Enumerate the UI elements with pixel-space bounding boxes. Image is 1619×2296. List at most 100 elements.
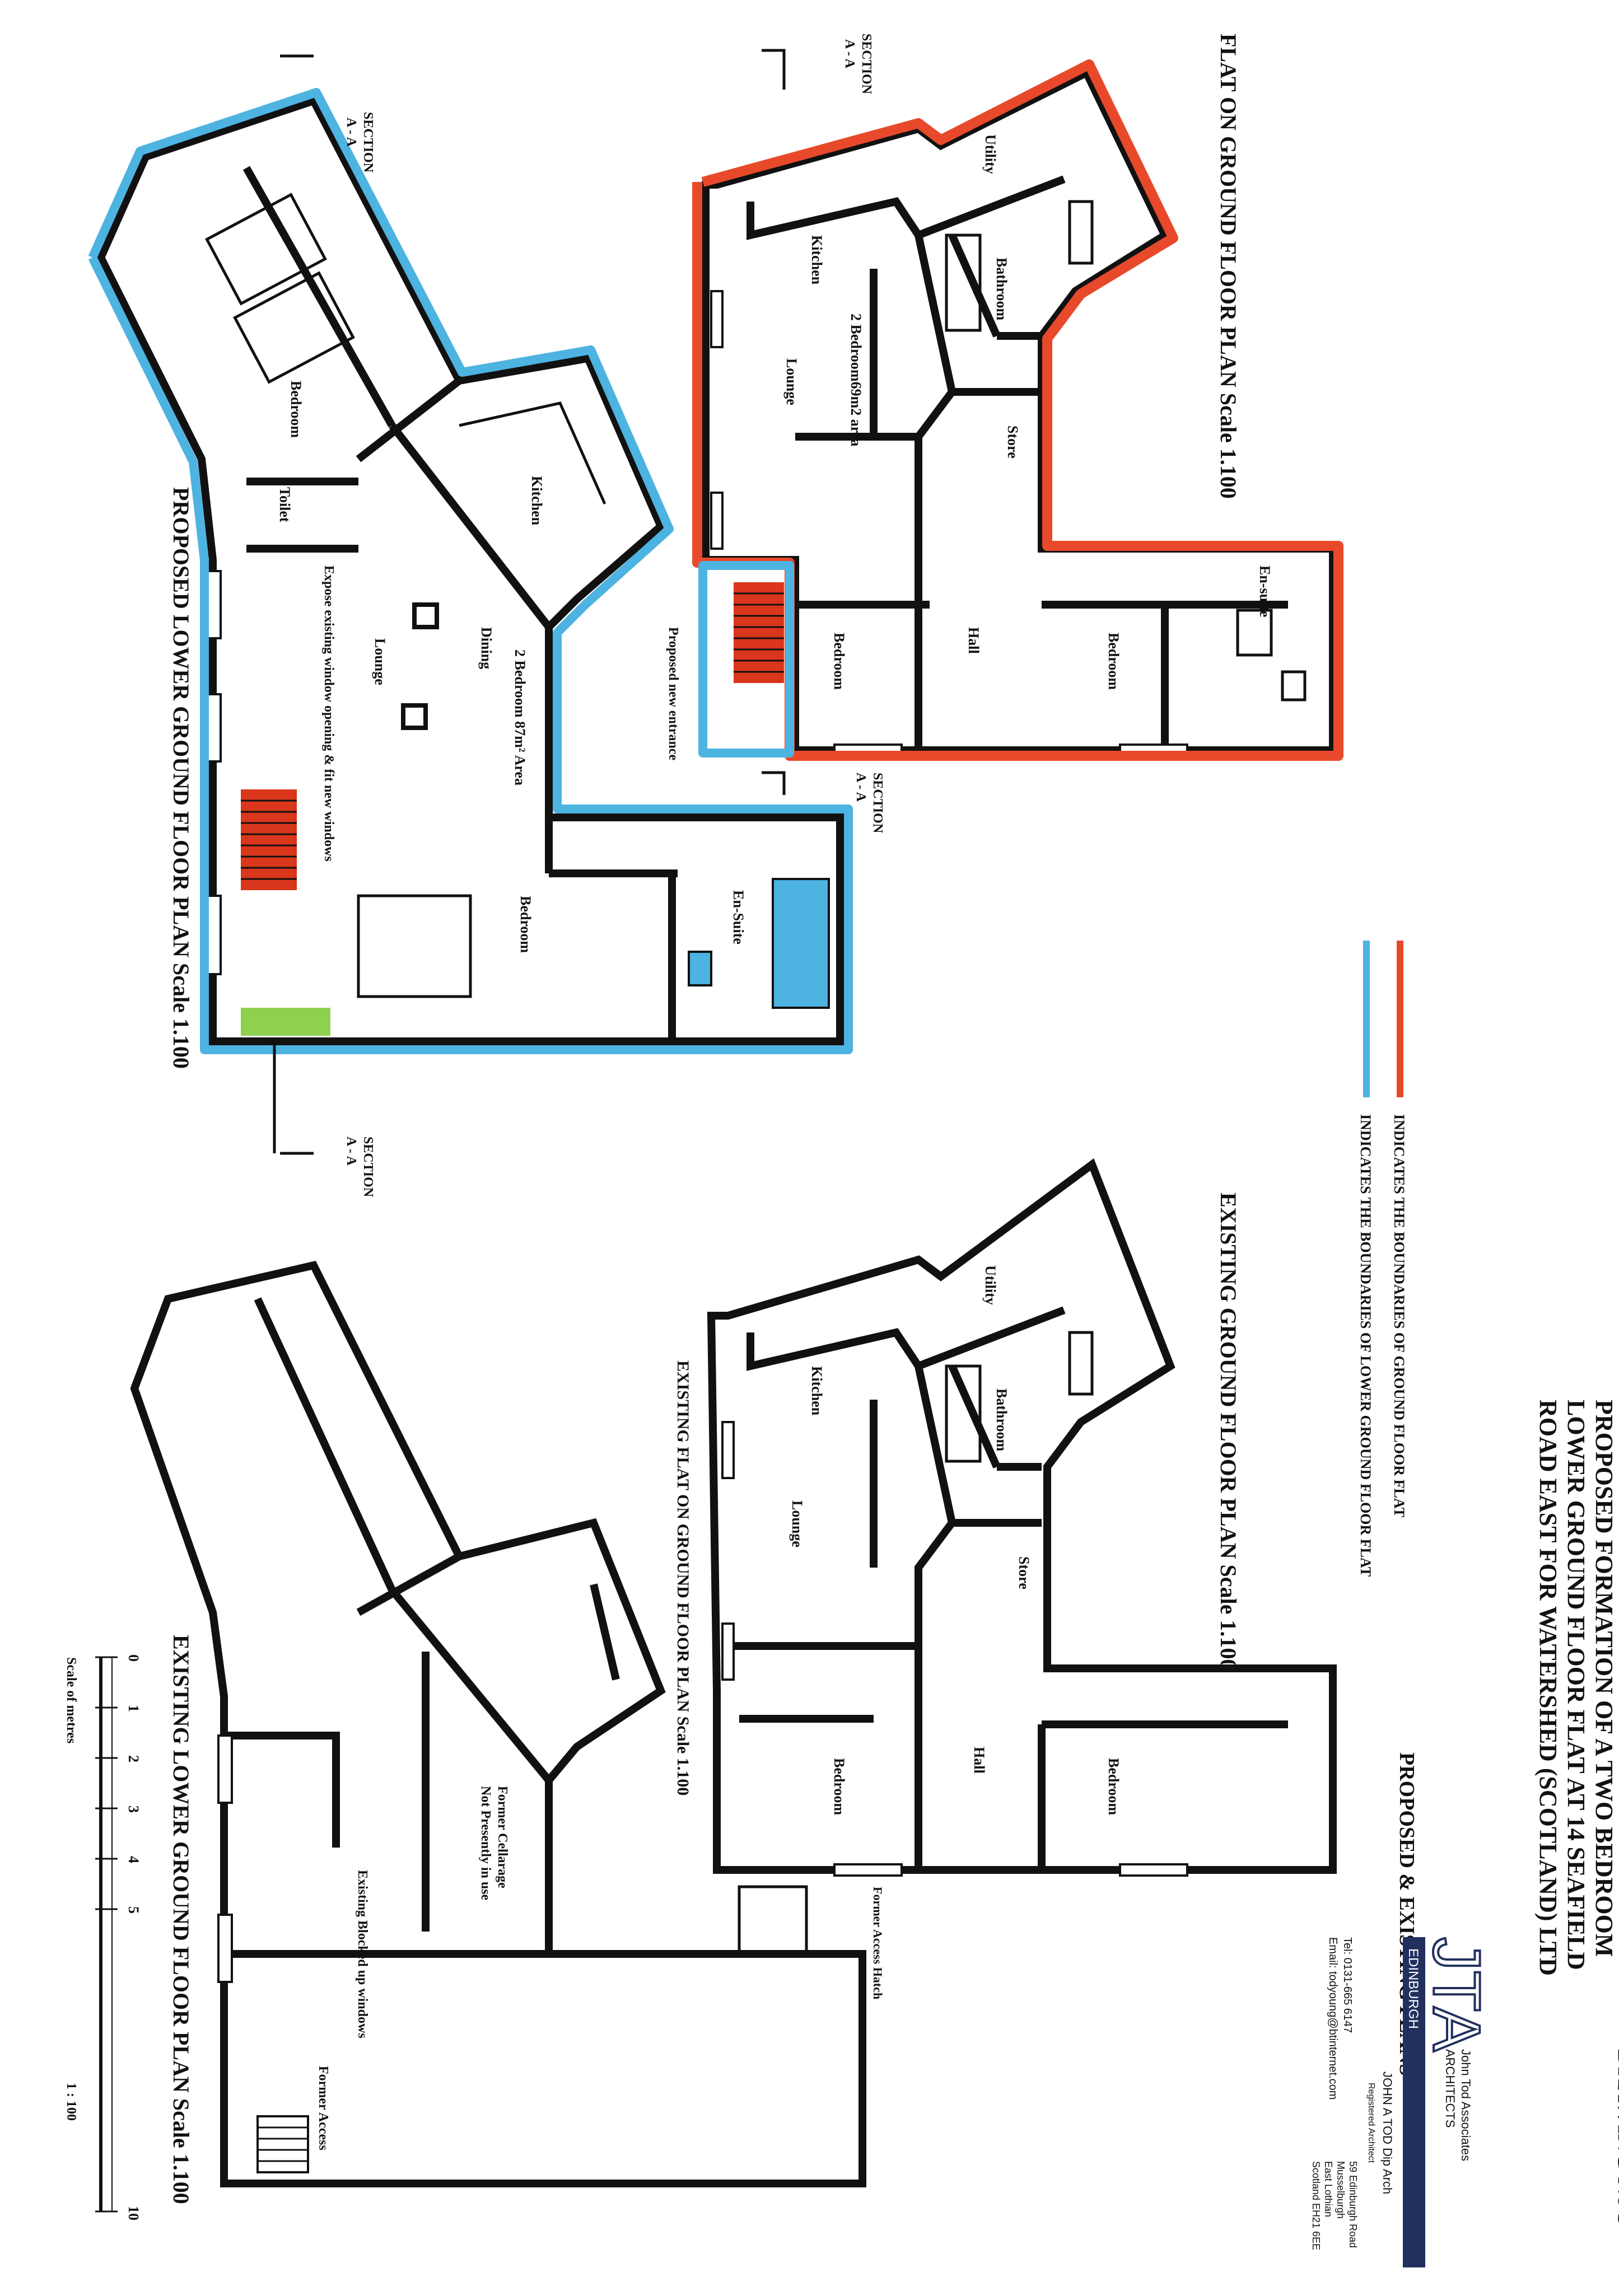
eg-kitchen: Kitchen [809,1366,825,1416]
eg-window-4 [1119,1863,1188,1877]
scale-tick-3: 3 [125,1806,142,1813]
pl-area: 2 Bedroom 87m² Area [512,649,528,785]
flat-ground-utility-unit [1068,200,1094,265]
eg-access-hatch [738,1885,808,1956]
firm-logo: JTA [1419,1937,1494,2051]
fg-bathroom: Bathroom [993,258,1010,321]
fg-section-bottom-ref: A - A [853,773,868,802]
scale-tick-1: 1 [125,1705,142,1712]
flat-ground-blue-boundary [698,561,794,757]
flat-ground-wc [1236,609,1273,657]
drawing-number: DRAWING No 3 [1613,2049,1619,2225]
proposed-lower-blue-boundary [88,88,853,1054]
existing-ground-floor-plan: EXISTING GROUND FLOOR PLAN Scale 1.100 U… [674,1158,1337,1999]
scale-tick-5: 5 [125,1906,142,1914]
pl-kitchen: Kitchen [529,476,545,526]
project-title-line-2: LOWER GROUND FLOOR FLAT AT 14 SEAFIELD [1562,1400,1590,1970]
legend-red-text: INDICATES THE BOUNDARIES OF GROUND FLOOR… [1391,1114,1407,1517]
flat-ground-basin [1281,670,1307,702]
el-window-2 [217,1914,233,1983]
pl-dining: Dining [478,627,494,669]
eg-hall: Hall [971,1747,987,1774]
address-3: East Lothian [1323,2161,1334,2217]
scale-bar: 0 1 2 3 4 5 10 Scale of metres 1 : 100 [64,1654,142,2220]
pl-bed-3 [357,894,472,998]
fg-bedroom-1: Bedroom [831,633,847,690]
fg-hall: Hall [965,627,982,654]
pl-bedroom-2: Bedroom [517,896,534,953]
flat-ground-window-2 [710,492,724,550]
eg-utility-unit [1068,1331,1094,1396]
eg-window-1 [721,1421,735,1479]
el-blocked-windows: Existing Blocked up windows [355,1870,370,2038]
architect-name: JOHN A TOD Dip Arch [1380,2071,1394,2194]
pl-window-2 [206,693,222,763]
proposed-lower-walls [96,96,844,1045]
flat-ground-stair [734,582,784,683]
el-cellarage-2: Not Presently in use [478,1786,493,1901]
pl-column-2 [401,703,428,730]
pl-window-3 [206,895,222,975]
address-4: Scotland EH21 6EE [1310,2161,1322,2250]
pl-green-marker [241,1008,330,1036]
architect-role: Registered Architect [1366,2083,1376,2163]
scale-ratio: 1 : 100 [64,2083,78,2121]
fg-store: Store [1005,425,1021,459]
eg-lounge: Lounge [789,1500,805,1547]
pl-window-note: Expose existing window opening & fit new… [321,565,336,862]
flat-ground-window-1 [710,290,724,348]
fg-section-bottom: SECTION [870,773,885,834]
el-cellarage-1: Former Cellarage [495,1786,510,1888]
el-stair [256,2115,309,2173]
fg-new-entrance: Proposed new entrance [666,627,680,761]
eg-bath [945,1364,982,1463]
proposed-lower-ground-plan: PROPOSED LOWER GROUND FLOOR PLAN Scale 1… [88,54,853,1198]
fg-utility: Utility [982,134,999,174]
pl-kitchen-counter [459,401,606,505]
firm-logo-block: JTA John Tod Associates ARCHITECTS EDINB… [1310,1936,1495,2267]
fg-kitchen: Kitchen [809,235,825,285]
eg-bathroom: Bathroom [993,1388,1010,1452]
eg-store: Store [1016,1556,1032,1589]
pl-lounge: Lounge [372,638,388,685]
pl-section-top: SECTION [361,112,375,173]
flat-ground-bath [945,233,982,332]
pl-column-1 [412,602,439,629]
fg-lounge: Lounge [783,358,800,405]
eg-bedroom-1: Bedroom [831,1758,847,1815]
existing-ground-title: EXISTING GROUND FLOOR PLAN Scale 1.100 [1216,1193,1241,1670]
scale-tick-10: 10 [125,2206,142,2220]
existing-flat-ground-title: EXISTING FLAT ON GROUND FLOOR PLAN Scale… [674,1360,692,1795]
pl-ensuite: En-Suite [730,890,746,944]
scale-label: Scale of metres [64,1657,78,1743]
firm-city: EDINBURGH [1406,1948,1421,2029]
fg-ensuite: En-suite [1257,565,1273,617]
scale-tick-0: 0 [125,1654,142,1662]
fg-section-top: SECTION [859,34,874,95]
legend: INDICATES THE BOUNDARIES OF GROUND FLOOR… [1357,941,1407,1577]
eg-window-2 [721,1622,735,1681]
scale-tick-2: 2 [125,1755,142,1762]
pl-toilet: Toilet [277,487,293,522]
pl-section-bottom: SECTION [361,1137,375,1198]
pl-bed-2 [233,271,355,384]
existing-lower-walls [130,1260,866,2187]
eg-window-3 [833,1863,903,1877]
pl-section-top-ref: A - A [344,118,358,147]
fg-section-lines [762,49,786,795]
email: Email: todyoung@btinternet.com [1327,1937,1339,2099]
address-2: Musselburgh [1335,2161,1346,2219]
pl-section-bottom-ref: A - A [344,1137,358,1166]
eg-bedroom-2: Bedroom [1105,1758,1122,1815]
scale-tick-4: 4 [125,1856,142,1863]
title-block: PROPOSED FORMATION OF A TWO BEDROOM LOWE… [1534,1400,1618,1976]
legend-blue-text: INDICATES THE BOUNDARIES OF LOWER GROUND… [1357,1114,1374,1577]
pl-bedroom: Bedroom [288,381,304,438]
existing-ground-walls [707,1158,1337,1874]
address-1: 59 Edinburgh Road [1347,2161,1359,2248]
svg-text:DRAWING No 3: DRAWING No 3 [1613,2049,1619,2225]
pl-bed-1 [205,193,327,306]
existing-lower-title: EXISTING LOWER GROUND FLOOR PLAN Scale 1… [169,1635,194,2204]
